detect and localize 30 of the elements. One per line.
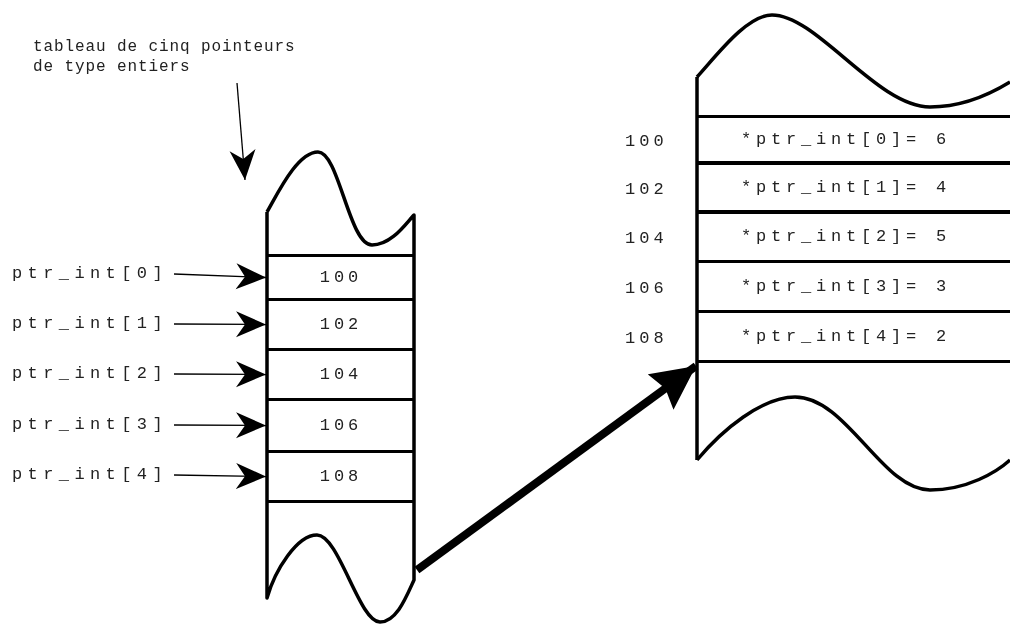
- pointer-label: ptr_int[4]: [12, 465, 169, 485]
- cell-value: *ptr_int[0]= 6: [741, 130, 952, 150]
- cell-value: 106: [318, 415, 364, 436]
- cell-value: 108: [318, 466, 364, 487]
- cell-value: 100: [318, 267, 364, 288]
- cell-value: 102: [318, 314, 364, 335]
- arrow: [173, 311, 267, 338]
- address-label: 100: [625, 132, 668, 152]
- leader-arrow: [229, 82, 256, 181]
- memory-cell: [697, 115, 1010, 165]
- arrow: [173, 263, 267, 290]
- arrow: [173, 463, 267, 489]
- address-label: 106: [625, 278, 668, 299]
- address-label: 104: [625, 228, 668, 249]
- address-label: 108: [625, 328, 668, 349]
- pointer-label: ptr_int[2]: [12, 364, 169, 384]
- arrow: [173, 412, 267, 439]
- cell-value: *ptr_int[4]= 2: [741, 326, 952, 347]
- arrow: [414, 362, 699, 574]
- cell-value: *ptr_int[3]= 3: [741, 276, 952, 297]
- pointer-label: ptr_int[1]: [12, 314, 169, 334]
- cell-value: *ptr_int[1]= 4: [741, 177, 952, 198]
- pointer-label: ptr_int[3]: [12, 415, 169, 435]
- pointer-label: ptr_int[0]: [12, 264, 169, 284]
- cell-value: *ptr_int[2]= 5: [741, 226, 952, 247]
- annotation-text: tableau de cinq pointeurs de type entiers: [33, 37, 323, 77]
- address-label: 102: [625, 179, 668, 200]
- arrow: [173, 361, 267, 388]
- memory-cell: [697, 161, 1010, 214]
- cell-value: 104: [318, 364, 364, 385]
